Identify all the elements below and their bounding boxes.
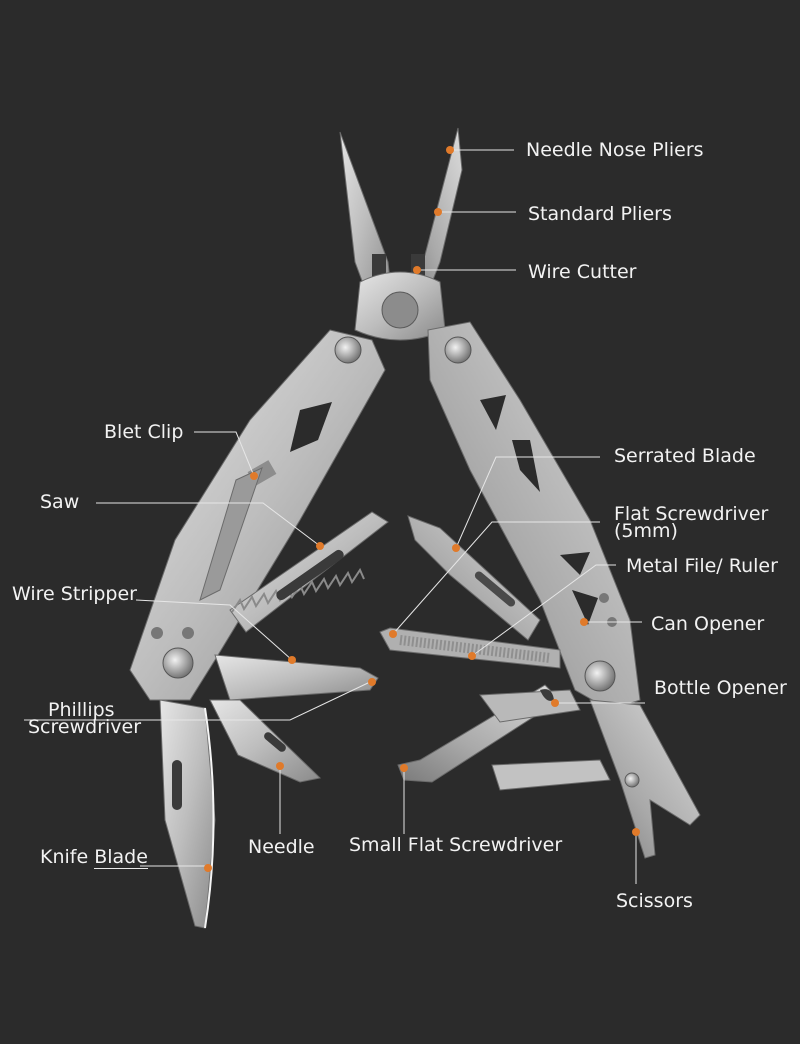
screw-left-1: [151, 627, 163, 639]
label-bottle-opener: Bottle Opener: [654, 677, 787, 699]
marker-needle-nose-pliers: [446, 146, 454, 154]
leader-metal-file: [471, 564, 616, 657]
metal-file: [379, 627, 561, 669]
marker-flat-screwdriver: [389, 630, 397, 638]
leader-wire-stripper: [135, 599, 293, 661]
label-wire-cutter: Wire Cutter: [528, 261, 637, 283]
screw-left-2: [182, 627, 194, 639]
bottle-opener: [479, 689, 581, 723]
label-small-flat-screwdriver: Small Flat Screwdriver: [349, 834, 563, 856]
label-flat-screwdriver-line2: (5mm): [614, 520, 678, 542]
marker-bottle-opener: [551, 699, 559, 707]
label-serrated-blade: Serrated Blade: [614, 445, 756, 467]
marker-serrated-blade: [452, 544, 460, 552]
right-handle-cutout-4: [572, 590, 598, 625]
marker-scissors: [632, 828, 640, 836]
marker-saw: [316, 542, 324, 550]
marker-metal-file: [468, 652, 476, 660]
label-scissors: Scissors: [616, 890, 693, 912]
rivet-left-top: [334, 336, 362, 364]
rivet-left-bottom: [162, 647, 194, 679]
knife-edge: [204, 707, 215, 929]
label-knife-blade: Knife Blade: [40, 846, 148, 869]
marker-standard-pliers: [434, 208, 442, 216]
label-phillips-line2: Screwdriver: [28, 716, 142, 738]
label-belt-clip: Blet Clip: [104, 421, 184, 443]
label-phillips-line1: Phillips: [48, 699, 115, 721]
needle-tool: [209, 699, 322, 783]
label-needle-nose-pliers: Needle Nose Pliers: [526, 139, 704, 161]
rivet-right-top: [444, 336, 472, 364]
marker-needle: [276, 762, 284, 770]
marker-knife-blade: [204, 864, 212, 872]
scissors-tool: [589, 699, 701, 859]
left-handle-slot: [199, 467, 263, 601]
bottle-opener-hook: [540, 689, 554, 701]
serrated-blade-slot: [474, 571, 516, 607]
left-handle-cutout: [290, 402, 332, 452]
label-blade-word: Blade: [94, 846, 148, 869]
right-handle-cutout-2: [512, 440, 540, 492]
leader-lines: [24, 149, 645, 884]
leader-flat-screwdriver: [392, 521, 600, 635]
knife-slot: [172, 760, 182, 810]
label-wire-stripper: Wire Stripper: [12, 583, 137, 605]
marker-belt-clip: [250, 472, 258, 480]
label-metal-file-ruler: Metal File/ Ruler: [626, 555, 778, 577]
scissors-lever: [491, 759, 611, 791]
marker-can-opener: [580, 618, 588, 626]
leader-serrated-blade: [455, 456, 600, 549]
metal-file-texture: [399, 635, 551, 663]
marker-wire-stripper: [288, 656, 296, 664]
label-flat-screwdriver-line1: Flat Screwdriver: [614, 503, 769, 525]
label-phillips-screwdriver: Phillips Screwdriver: [28, 699, 142, 738]
label-standard-pliers: Standard Pliers: [528, 203, 672, 225]
left-handle: [129, 329, 386, 701]
scissors-pivot: [624, 772, 640, 788]
label-can-opener: Can Opener: [651, 613, 765, 635]
callout-markers: [204, 146, 640, 872]
rivet-right-bottom: [584, 660, 616, 692]
plier-pivot: [381, 291, 419, 329]
marker-wire-cutter: [413, 266, 421, 274]
label-needle: Needle: [248, 836, 315, 858]
screw-right-1: [599, 593, 609, 603]
label-saw: Saw: [40, 491, 80, 513]
marker-small-flat-screwdriver: [400, 764, 408, 772]
right-handle-cutout-1: [480, 395, 506, 430]
right-handle-cutout-3: [560, 552, 590, 575]
knife-blade: [159, 699, 216, 929]
leader-saw: [96, 502, 321, 547]
needle-slot: [264, 732, 286, 752]
leader-belt-clip: [194, 431, 255, 477]
wire-stripper-arm: [214, 654, 379, 701]
leader-phillips: [24, 681, 371, 721]
marker-phillips: [368, 678, 376, 686]
label-flat-screwdriver: Flat Screwdriver (5mm): [614, 503, 769, 542]
saw-slot: [276, 549, 344, 601]
serrated-blade: [407, 515, 541, 641]
label-knife-word: Knife: [40, 846, 89, 868]
